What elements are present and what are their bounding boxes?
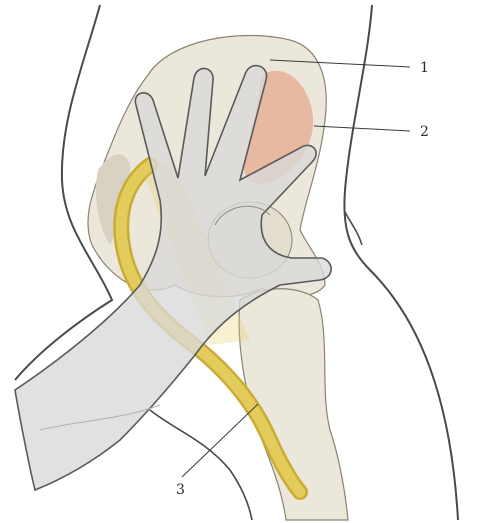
- callout-label-1: 1: [420, 60, 429, 76]
- callout-label-2: 2: [420, 124, 429, 140]
- callout-label-3: 3: [176, 482, 185, 498]
